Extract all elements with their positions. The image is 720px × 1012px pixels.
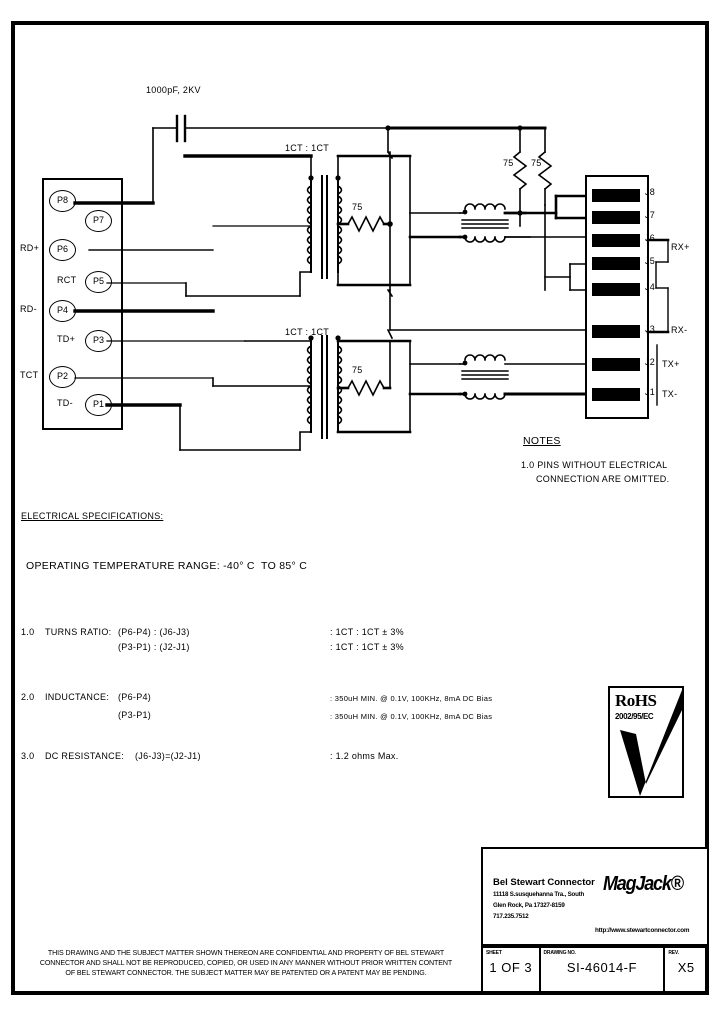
- contact-blade-j3[interactable]: [592, 325, 640, 338]
- contact-blade-j6[interactable]: [592, 234, 640, 247]
- rohs-logo: RoHS 2002/95/EC: [608, 686, 684, 798]
- disclaimer-line-1: THIS DRAWING AND THE SUBJECT MATTER SHOW…: [47, 949, 445, 957]
- contact-blade-j5[interactable]: [592, 257, 640, 270]
- disclaimer-line-3: OF BEL STEWART CONNECTOR. THE SUBJECT MA…: [65, 969, 427, 978]
- contact-blade-j1[interactable]: [592, 388, 640, 401]
- magjack-logo: MagJack®: [603, 871, 684, 895]
- drawing-number-value: SI-46014-F: [566, 960, 637, 975]
- pin-label-j6: J6: [645, 233, 656, 243]
- spec-1-number: 1.0: [21, 627, 35, 637]
- resistor-label-bottom: 75: [352, 365, 363, 375]
- pin-label-j4: J4: [645, 282, 656, 292]
- signal-label-rd-plus: RD+: [20, 243, 40, 253]
- company-address-line-1: 11118 S.susquehanna Tra., South: [493, 891, 585, 898]
- spec-2-row-2-right: : 350uH MIN. @ 0.1V, 100KHz, 8mA DC Bias: [330, 712, 493, 721]
- company-phone: 717.235.7512: [493, 913, 529, 920]
- signal-label-tx-minus: TX-: [662, 389, 678, 399]
- company-website[interactable]: http://www.stewartconnector.com: [595, 927, 690, 934]
- revision-block: SHEET 1 OF 3 DRAWING NO. SI-46014-F REV.…: [481, 946, 707, 991]
- title-block: Bel Stewart Connector 11118 S.susquehann…: [481, 847, 709, 946]
- revision-value: X5: [677, 960, 695, 975]
- spec-2-row-1-right: : 350uH MIN. @ 0.1V, 100KHz, 8mA DC Bias: [330, 694, 493, 703]
- notes-line-2: CONNECTION ARE OMITTED.: [536, 474, 670, 484]
- pin-p2[interactable]: P2: [49, 366, 76, 388]
- spec-1-name: TURNS RATIO:: [45, 627, 112, 637]
- spec-2-row-2-left: (P3-P1): [118, 710, 152, 720]
- notes-heading: NOTES: [523, 435, 561, 447]
- pin-p6[interactable]: P6: [49, 239, 76, 261]
- signal-label-rx-minus: RX-: [671, 325, 688, 335]
- sheet-cell: SHEET 1 OF 3: [483, 948, 541, 991]
- signal-label-rx-plus: RX+: [671, 242, 690, 252]
- spec-1-row-1-left: (P6-P4) : (J6-J3): [118, 627, 190, 637]
- confidentiality-disclaimer: THIS DRAWING AND THE SUBJECT MATTER SHOW…: [13, 948, 479, 978]
- revision-cell: REV. X5: [665, 948, 707, 991]
- pin-label-j8: J8: [645, 187, 656, 197]
- spec-2-number: 2.0: [21, 692, 35, 702]
- spec-3-row-1-right: : 1.2 ohms Max.: [330, 751, 399, 761]
- company-name: Bel Stewart Connector: [493, 877, 595, 888]
- pin-p7[interactable]: P7: [85, 210, 112, 232]
- pin-p1[interactable]: P1: [85, 394, 112, 416]
- spec-3-name: DC RESISTANCE:: [45, 751, 125, 761]
- contact-blade-j2[interactable]: [592, 358, 640, 371]
- bottom-strip: THIS DRAWING AND THE SUBJECT MATTER SHOW…: [13, 946, 707, 993]
- transformer-ratio-top: 1CT : 1CT: [285, 143, 330, 153]
- resistor-label-top: 75: [352, 202, 363, 212]
- signal-label-rct: RCT: [57, 275, 77, 285]
- spec-1-row-2-left: (P3-P1) : (J2-J1): [118, 642, 190, 652]
- company-address-line-2: Glen Rock, Pa 17327-8159: [493, 902, 565, 909]
- specs-heading: ELECTRICAL SPECIFICATIONS:: [21, 511, 164, 521]
- drawing-number-cell: DRAWING NO. SI-46014-F: [541, 948, 666, 991]
- notes-line-1: 1.0 PINS WITHOUT ELECTRICAL: [521, 460, 668, 470]
- rohs-checkmark-icon: [620, 690, 682, 796]
- signal-label-tct: TCT: [20, 370, 39, 380]
- signal-label-td-plus: TD+: [57, 334, 76, 344]
- termination-resistor-1-label: 75: [503, 158, 514, 168]
- rohs-label: RoHS: [615, 691, 657, 710]
- spec-3-number: 3.0: [21, 751, 35, 761]
- contact-blade-j8[interactable]: [592, 189, 640, 202]
- disclaimer-line-2: CONNECTOR AND SHALL NOT BE REPRODUCED, C…: [39, 959, 453, 968]
- pin-p3[interactable]: P3: [85, 330, 112, 352]
- termination-resistor-2-label: 75: [531, 158, 542, 168]
- revision-label: REV.: [668, 950, 679, 956]
- drawing-border: [11, 21, 709, 995]
- signal-label-rd-minus: RD-: [20, 304, 37, 314]
- contact-blade-j4[interactable]: [592, 283, 640, 296]
- spec-1-row-1-right: : 1CT : 1CT ± 3%: [330, 627, 404, 637]
- operating-temperature-range: OPERATING TEMPERATURE RANGE: -40° C TO 8…: [26, 560, 308, 572]
- contact-blade-j7[interactable]: [592, 211, 640, 224]
- drawing-number-label: DRAWING NO.: [543, 950, 576, 956]
- pin-label-j5: J5: [645, 256, 656, 266]
- signal-label-tx-plus: TX+: [662, 359, 680, 369]
- pin-p4[interactable]: P4: [49, 300, 76, 322]
- spec-3-row-1-left: (J6-J3)=(J2-J1): [135, 751, 201, 761]
- pin-label-j1: J1: [645, 387, 656, 397]
- rohs-directive: 2002/95/EC: [615, 712, 654, 721]
- transformer-ratio-bottom: 1CT : 1CT: [285, 327, 330, 337]
- pin-label-j7: J7: [645, 210, 656, 220]
- pin-p5[interactable]: P5: [85, 271, 112, 293]
- sheet-label: SHEET: [486, 950, 502, 956]
- spec-1-row-2-right: : 1CT : 1CT ± 3%: [330, 642, 404, 652]
- pin-label-j3: J3: [645, 324, 656, 334]
- spec-2-name: INDUCTANCE:: [45, 692, 110, 702]
- signal-label-td-minus: TD-: [57, 398, 73, 408]
- capacitor-label: 1000pF, 2KV: [146, 85, 201, 95]
- pin-label-j2: J2: [645, 357, 656, 367]
- sheet-value: 1 OF 3: [489, 960, 533, 975]
- spec-2-row-1-left: (P6-P4): [118, 692, 152, 702]
- pin-p8[interactable]: P8: [49, 190, 76, 212]
